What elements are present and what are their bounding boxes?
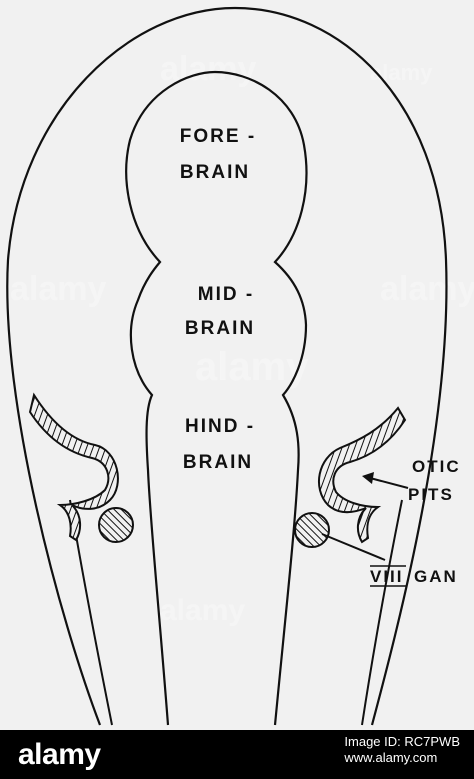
watermark: alamy xyxy=(380,270,474,308)
footer-bar: alamy Image ID: RC7PWB www.alamy.com xyxy=(0,730,474,779)
left-otic-pit xyxy=(28,392,119,542)
otic-label-line1: OTIC xyxy=(412,457,461,476)
otic-label-line2: PITS xyxy=(408,485,454,504)
hindbrain-label-line1: HIND - xyxy=(185,416,255,437)
right-otic-pit xyxy=(318,406,407,544)
site-url-text: www.alamy.com xyxy=(344,750,438,765)
viii-label-suffix: GAN xyxy=(414,567,458,586)
otic-arrow-shaft xyxy=(369,477,409,489)
midbrain-label-line1: MID - xyxy=(198,284,254,305)
viii-label-prefix: VIII xyxy=(370,567,404,586)
watermark: alamy xyxy=(195,345,309,389)
neural-tube-outline xyxy=(125,70,308,726)
embryo-brain-diagram: alamy alamy alamy alamy alamy alamy FORE… xyxy=(6,6,474,726)
outer-embryo-outline xyxy=(6,6,448,726)
watermark: alamy xyxy=(370,60,433,85)
alamy-logo: alamy xyxy=(18,738,101,771)
viii-leader-line xyxy=(321,533,386,561)
image-id-block: Image ID: RC7PWB www.alamy.com xyxy=(344,734,460,766)
midbrain-label-line2: BRAIN xyxy=(185,318,255,339)
right-inner-wall xyxy=(361,499,403,726)
watermark: alamy xyxy=(10,270,106,308)
right-viii-ganglion xyxy=(294,512,330,548)
image-id-text: Image ID: RC7PWB xyxy=(344,734,460,749)
left-viii-ganglion xyxy=(98,507,134,543)
otic-arrow-head xyxy=(362,472,374,484)
watermark: alamy xyxy=(160,594,245,627)
watermark: alamy xyxy=(160,50,256,88)
hindbrain-label-line2: BRAIN xyxy=(183,452,253,473)
forebrain-label-line2: BRAIN xyxy=(180,162,250,183)
forebrain-label-line1: FORE - xyxy=(180,126,256,147)
